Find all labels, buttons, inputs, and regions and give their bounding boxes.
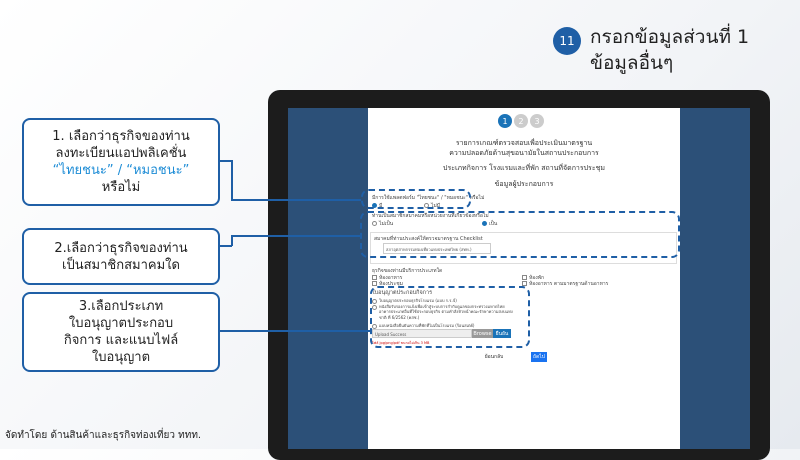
callout-2: 2.เลือกว่าธุรกิจของท่าน เป็นสมาชิกสมาคมใ… <box>22 228 220 285</box>
callout-text: กิจการ และแนบไฟล์ <box>63 333 179 348</box>
callout-3: 3.เลือกประเภท ใบอนุญาตประกอบ กิจการ และแ… <box>22 292 220 372</box>
section-title: ข้อมูลผู้ประกอบการ <box>494 180 554 188</box>
services-label: ธุรกิจของท่านมีบริการประเภทใด <box>372 268 443 274</box>
q1-label: มีการใช้แพลตฟอร์ม "ไทยชนะ" / "หมอชนะ" หร… <box>372 195 485 201</box>
service-checkbox[interactable]: ห้องอาหาร <box>372 274 402 282</box>
step-1[interactable]: 1 <box>498 114 512 128</box>
q2-no-radio[interactable]: ไม่เป็น <box>372 220 393 228</box>
callout-text: ใบอนุญาต <box>91 350 151 365</box>
callout-text: เป็นสมาชิกสมาคมใด <box>62 257 180 273</box>
callout-text: ใบอนุญาตประกอบ <box>68 316 174 331</box>
license-radio[interactable]: แบบหนังสือยืนยันความที่พักที่ไม่เป็นโรงแ… <box>372 322 474 329</box>
connector-2 <box>231 236 233 246</box>
q2-label: ท่านเป็นสมาชิกสมาคมหรือหน่วยงานที่เกี่ยว… <box>372 213 489 219</box>
next-button[interactable]: ถัดไป <box>531 352 547 362</box>
browse-button[interactable]: Browse <box>472 329 493 338</box>
connector-1 <box>231 199 361 201</box>
callout-text: 3.เลือกประเภท <box>78 299 164 314</box>
highlight-box-1 <box>361 189 471 209</box>
connector-3 <box>220 330 370 332</box>
license-label: ใบอนุญาตประกอบกิจการ <box>372 290 433 296</box>
connector-2 <box>220 245 232 247</box>
heading-1: รายการเกณฑ์ตรวจสอบเพื่อประเมินมาตรฐาน <box>455 139 593 147</box>
callout-text: 2.เลือกว่าธุรกิจของท่าน <box>54 240 188 256</box>
association-label: สมาคมที่ท่านประสงค์ให้ตรวจมาตรฐาน Checkl… <box>374 236 483 242</box>
title-line-2: ข้อมูลอื่นๆ <box>590 52 674 74</box>
business-type: ประเภทกิจการ โรงแรมและที่พัก สถานที่จัดก… <box>443 164 605 172</box>
slide-title: กรอกข้อมูลส่วนที่ 1 ข้อมูลอื่นๆ <box>590 24 749 76</box>
step-3[interactable]: 3 <box>530 114 544 128</box>
callout-text: ลงทะเบียนแอปพลิเคชั่น <box>55 146 187 161</box>
form-page: 1 2 3 รายการเกณฑ์ตรวจสอบเพื่อประเมินมาตร… <box>368 108 680 449</box>
association-select[interactable]: สภาอุตสาหกรรมท่องเที่ยวแห่งประเทศไทย (สท… <box>383 243 491 254</box>
service-checkbox[interactable]: ห้องพัก <box>522 274 544 282</box>
heading-2: ความปลอดภัยด้านสุขอนามัยในสถานประกอบการ <box>449 149 599 157</box>
back-button[interactable]: ย้อนกลับ <box>484 354 504 360</box>
step-2[interactable]: 2 <box>514 114 528 128</box>
callout-text: หรือไม่ <box>101 180 141 195</box>
highlight-box-2 <box>360 211 680 258</box>
association-panel: สมาคมที่ท่านประสงค์ให้ตรวจมาตรฐาน Checkl… <box>370 232 677 264</box>
connector-2 <box>231 235 360 237</box>
callout-1: 1. เลือกว่าธุรกิจของท่าน ลงทะเบียนแอปพลิ… <box>22 118 220 206</box>
service-checkbox[interactable]: ห้องประชุม <box>372 280 403 288</box>
q2-yes-radio[interactable]: เป็น <box>482 220 497 228</box>
footer-credit: จัดทำโดย ด้านสินค้าและธุรกิจท่องเที่ยว ท… <box>5 430 202 441</box>
connector-1 <box>220 160 232 162</box>
title-line-1: กรอกข้อมูลส่วนที่ 1 <box>590 26 750 48</box>
confirm-button[interactable]: ยืนยัน <box>493 329 511 338</box>
license-radio[interactable]: หนังสือรับรองการแจ้งเพื่อเข้าสู่ระบบการก… <box>372 303 505 310</box>
callout-highlight: “ไทยชนะ” / “หมอชนะ” <box>52 163 190 178</box>
step-number-badge: 11 <box>553 27 581 55</box>
license-description: อาคารประเภทอื่นที่ใช้ประกอบธุรกิจ ตามคำส… <box>379 309 513 320</box>
callout-text: 1. เลือกว่าธุรกิจของท่าน <box>52 129 190 144</box>
file-hint: ไฟล์ jpg/png/pdf ขนาดไม่เกิน 3 MB <box>372 341 430 345</box>
license-radio[interactable]: ใบอนุญาตประกอบธุรกิจโรงแรม (แบบ ร.ร.4) <box>372 297 457 304</box>
highlight-box-3 <box>370 286 530 348</box>
connector-1 <box>231 160 233 200</box>
step-indicator: 1 2 3 <box>498 114 544 128</box>
service-checkbox[interactable]: ห้องอาหาร ตามมาตรฐานด้านอาหาร <box>522 280 608 288</box>
upload-field[interactable]: Upload Success <box>372 329 472 338</box>
